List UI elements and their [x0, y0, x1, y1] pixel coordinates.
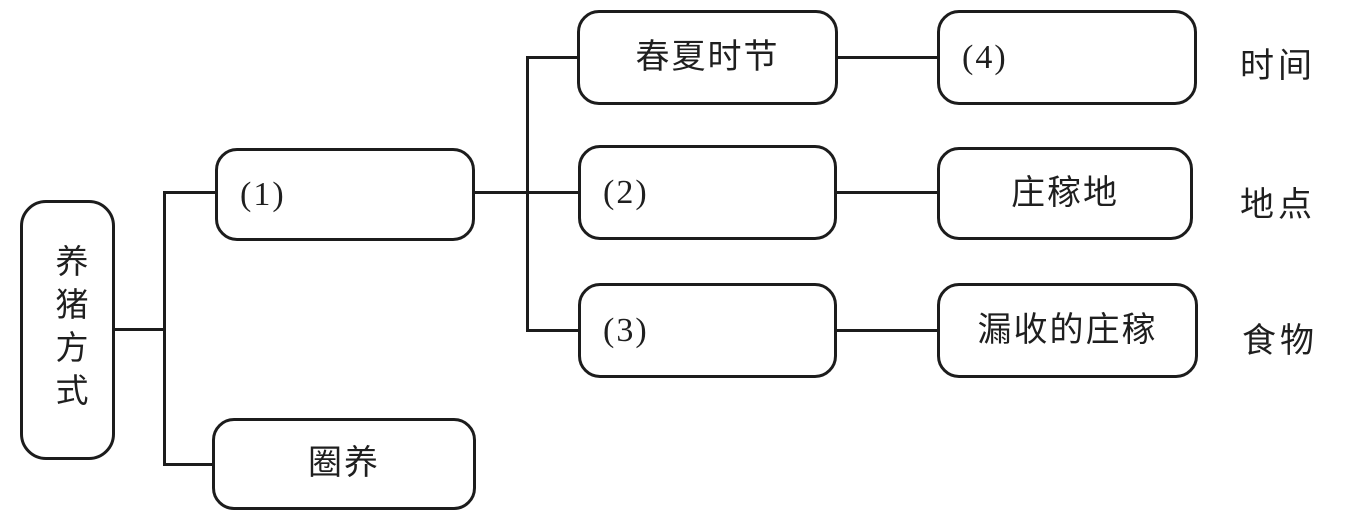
node-blank-2: (2) [578, 145, 837, 240]
connector-node2-to-field [835, 191, 939, 194]
node-blank-3-label: (3) [603, 311, 649, 349]
node-blank-4: (4) [937, 10, 1197, 105]
node-spring-summer-season-label: 春夏时节 [635, 38, 780, 76]
node-blank-1-label: (1) [240, 175, 286, 213]
node-root-pig-raising-method: 养猪方式 [20, 200, 115, 460]
node-crop-field: 庄稼地 [937, 147, 1193, 240]
label-time: 时间 [1240, 48, 1316, 85]
node-crop-field-label: 庄稼地 [1011, 174, 1119, 212]
connector-midtrunk-to-node3 [526, 329, 580, 332]
node-blank-2-label: (2) [603, 173, 649, 211]
connector-root-to-trunk [113, 328, 165, 331]
connector-trunk-to-pen [163, 463, 214, 466]
node-blank-4-label: (4) [962, 38, 1008, 76]
node-blank-1: (1) [215, 148, 475, 241]
connector-trunk-vertical [163, 191, 166, 466]
connector-season-to-node4 [836, 56, 939, 59]
connector-midtrunk-to-season [526, 56, 579, 59]
node-leftover-crops: 漏收的庄稼 [937, 283, 1198, 378]
connector-midtrunk-vertical [526, 56, 529, 332]
node-blank-3: (3) [578, 283, 837, 378]
node-pen-raising-label: 圈养 [308, 445, 380, 482]
node-spring-summer-season: 春夏时节 [577, 10, 838, 105]
node-leftover-crops-label: 漏收的庄稼 [977, 311, 1158, 349]
node-root-label: 养猪方式 [50, 244, 86, 416]
node-pen-raising: 圈养 [212, 418, 476, 510]
label-place: 地点 [1240, 187, 1316, 224]
label-food: 食物 [1242, 323, 1318, 360]
connector-trunk-to-node1 [163, 191, 217, 194]
connector-node3-to-crops [835, 329, 939, 332]
